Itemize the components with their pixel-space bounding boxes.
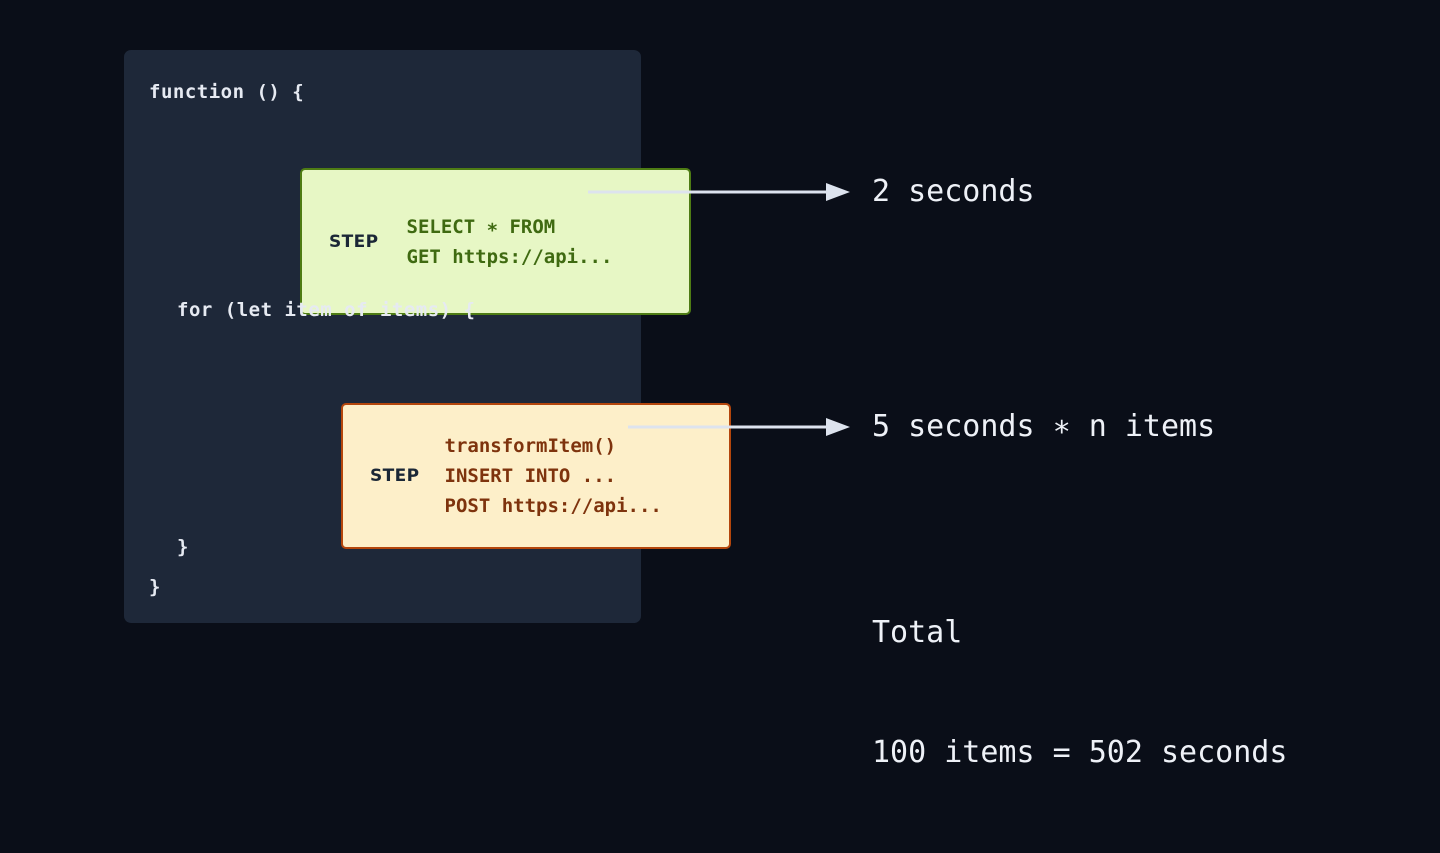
step-tag-orange: STEP	[370, 466, 420, 486]
total-heading: Total	[872, 615, 963, 650]
code-line-for-close: }	[177, 536, 189, 558]
diagram-canvas: function () { STEP SELECT ∗ FROM GET htt…	[124, 50, 1287, 770]
arrow-right-icon-step-2	[628, 415, 850, 439]
total-summary: Total 100 items = 502 seconds	[872, 533, 1287, 853]
step-tag-green: STEP	[329, 231, 379, 252]
annotation-step-1-duration: 2 seconds	[872, 174, 1035, 209]
annotation-step-2-duration: 5 seconds ∗ n items	[872, 409, 1216, 444]
total-equation: 100 items = 502 seconds	[872, 735, 1288, 770]
code-panel: function () { STEP SELECT ∗ FROM GET htt…	[124, 50, 731, 623]
arrow-right-icon-step-1	[588, 180, 850, 204]
step-box-orange[interactable]: STEP transformItem() INSERT INTO ... POS…	[341, 403, 731, 549]
code-line-function-open: function () {	[149, 81, 305, 103]
step-lines-orange: transformItem() INSERT INTO ... POST htt…	[444, 435, 662, 517]
step-lines-green: SELECT ∗ FROM GET https://api...	[406, 215, 613, 268]
code-line-for-open: for (let item of items) {	[177, 299, 476, 321]
code-line-function-close: }	[149, 576, 161, 598]
